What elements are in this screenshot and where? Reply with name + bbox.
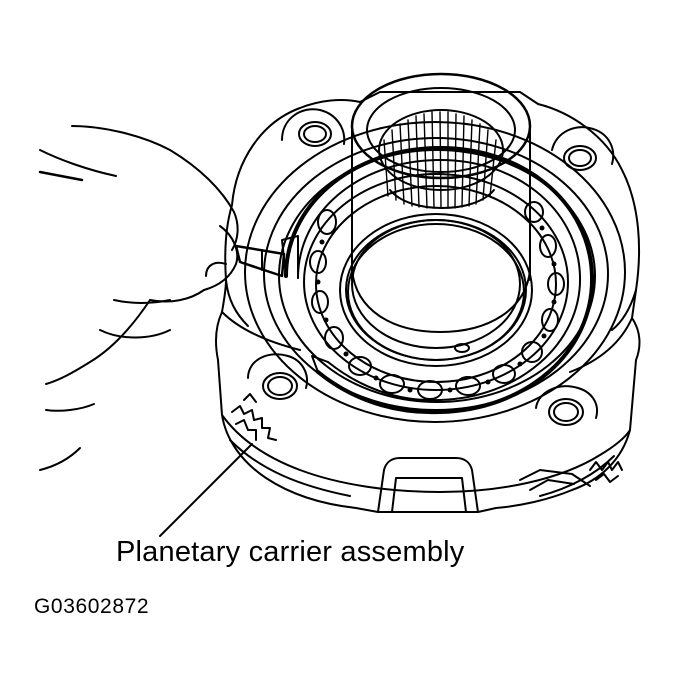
shaft-splines [384, 112, 496, 208]
lug-hole-bottom-right [536, 386, 597, 425]
hand-with-screwdriver [40, 126, 284, 470]
screwdriver-icon [40, 172, 284, 276]
cage-dots [315, 225, 557, 393]
callout-leader-line [160, 444, 252, 536]
carrier-housing [216, 92, 640, 512]
mounting-lugs [248, 109, 613, 425]
callout-label: Planetary carrier assembly [116, 536, 465, 568]
lug-hole-bottom-left [248, 354, 307, 399]
bearing [304, 174, 568, 399]
face-rings [245, 122, 625, 422]
output-shaft [346, 74, 530, 360]
snap-ring [282, 148, 592, 412]
bearing-balls [310, 202, 564, 399]
lug-hole-top-left [282, 109, 344, 146]
lug-hole-top-right [552, 127, 613, 170]
figure-id: G03602872 [34, 595, 150, 618]
